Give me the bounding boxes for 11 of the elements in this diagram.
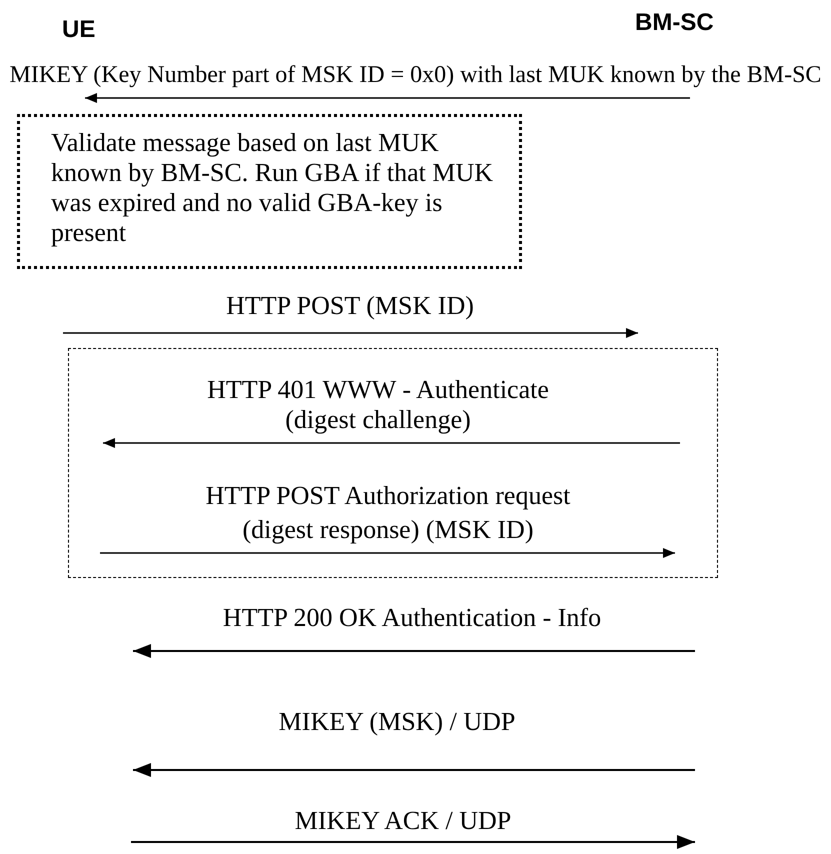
participant-label: UE — [62, 16, 96, 44]
message-label: MIKEY ACK / UDP — [294, 806, 512, 836]
note-text: Validate message based on last MUK known by BM-SC. Run GBA if that MUK was expired and no valid GBA-key is present — [51, 128, 494, 248]
group-box — [68, 348, 718, 578]
message-label: HTTP 401 WWW - Authenticate (digest challenge) — [206, 375, 550, 435]
message-label: HTTP 200 OK Authentication - Info — [222, 603, 602, 633]
message-label: HTTP POST (MSK ID) — [225, 291, 475, 321]
message-label: MIKEY (MSK) / UDP — [278, 707, 516, 737]
message-label: HTTP POST Authorization request (digest response) (MSK ID) — [204, 480, 572, 546]
participant-label: BM-SC — [635, 9, 714, 37]
message-label: MIKEY (Key Number part of MSK ID = 0x0) with last MUK known by the BM-SC — [8, 61, 822, 89]
